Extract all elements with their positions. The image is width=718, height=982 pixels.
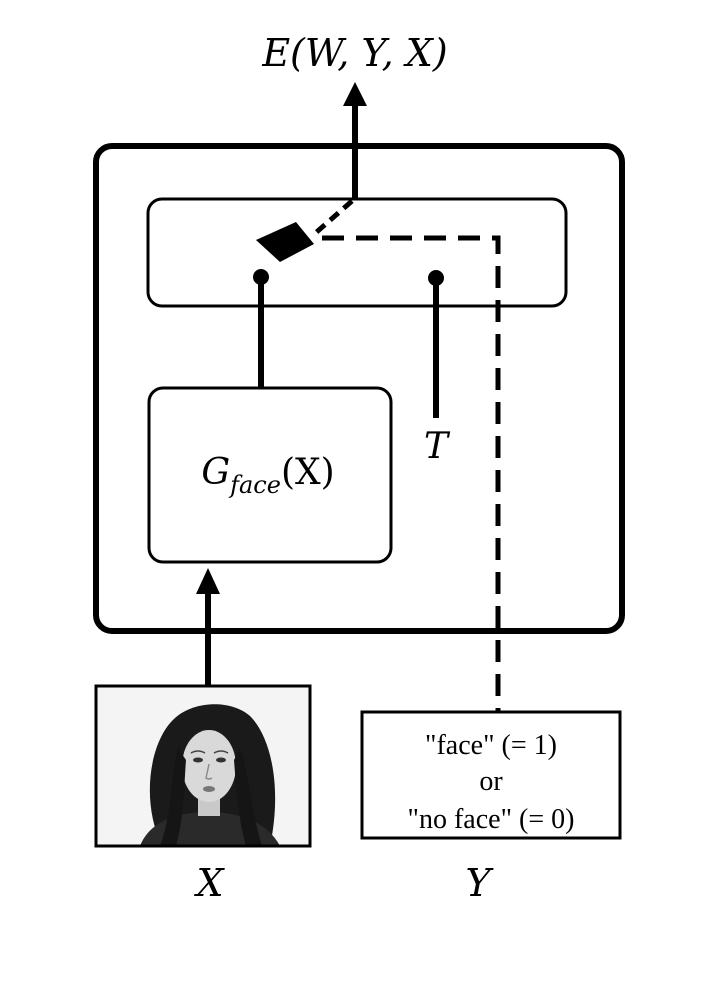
y-control-dashed-line: [322, 235, 501, 712]
generator-label-subscript: face: [228, 471, 281, 499]
output-arrow-head: [343, 82, 367, 106]
x-image-frame: [94, 684, 312, 848]
threshold-label: T: [424, 426, 451, 467]
energy-label: E(W, Y, X): [261, 31, 447, 75]
outer-model-box: [93, 143, 625, 634]
y-box-line-1: "face" (= 1): [425, 730, 557, 761]
input-x-label: X: [193, 861, 225, 905]
y-label-box: [360, 710, 622, 840]
y-box-line-3: "no face" (= 0): [408, 804, 575, 835]
input-arrow-head: [196, 568, 220, 594]
switch-arm-dashed: [310, 199, 354, 238]
generator-label-args: (X): [281, 452, 335, 493]
switch-arm-head-tip: [256, 232, 290, 252]
switch-arm-head: [256, 222, 314, 262]
face-photo: [96, 686, 310, 846]
generator-label: Gface(X): [201, 452, 334, 499]
switch-box: [146, 197, 568, 308]
generator-box: [147, 386, 393, 564]
generator-label-base: G: [201, 452, 230, 493]
input-y-label: Y: [465, 861, 494, 905]
y-box-line-2: or: [479, 766, 503, 797]
